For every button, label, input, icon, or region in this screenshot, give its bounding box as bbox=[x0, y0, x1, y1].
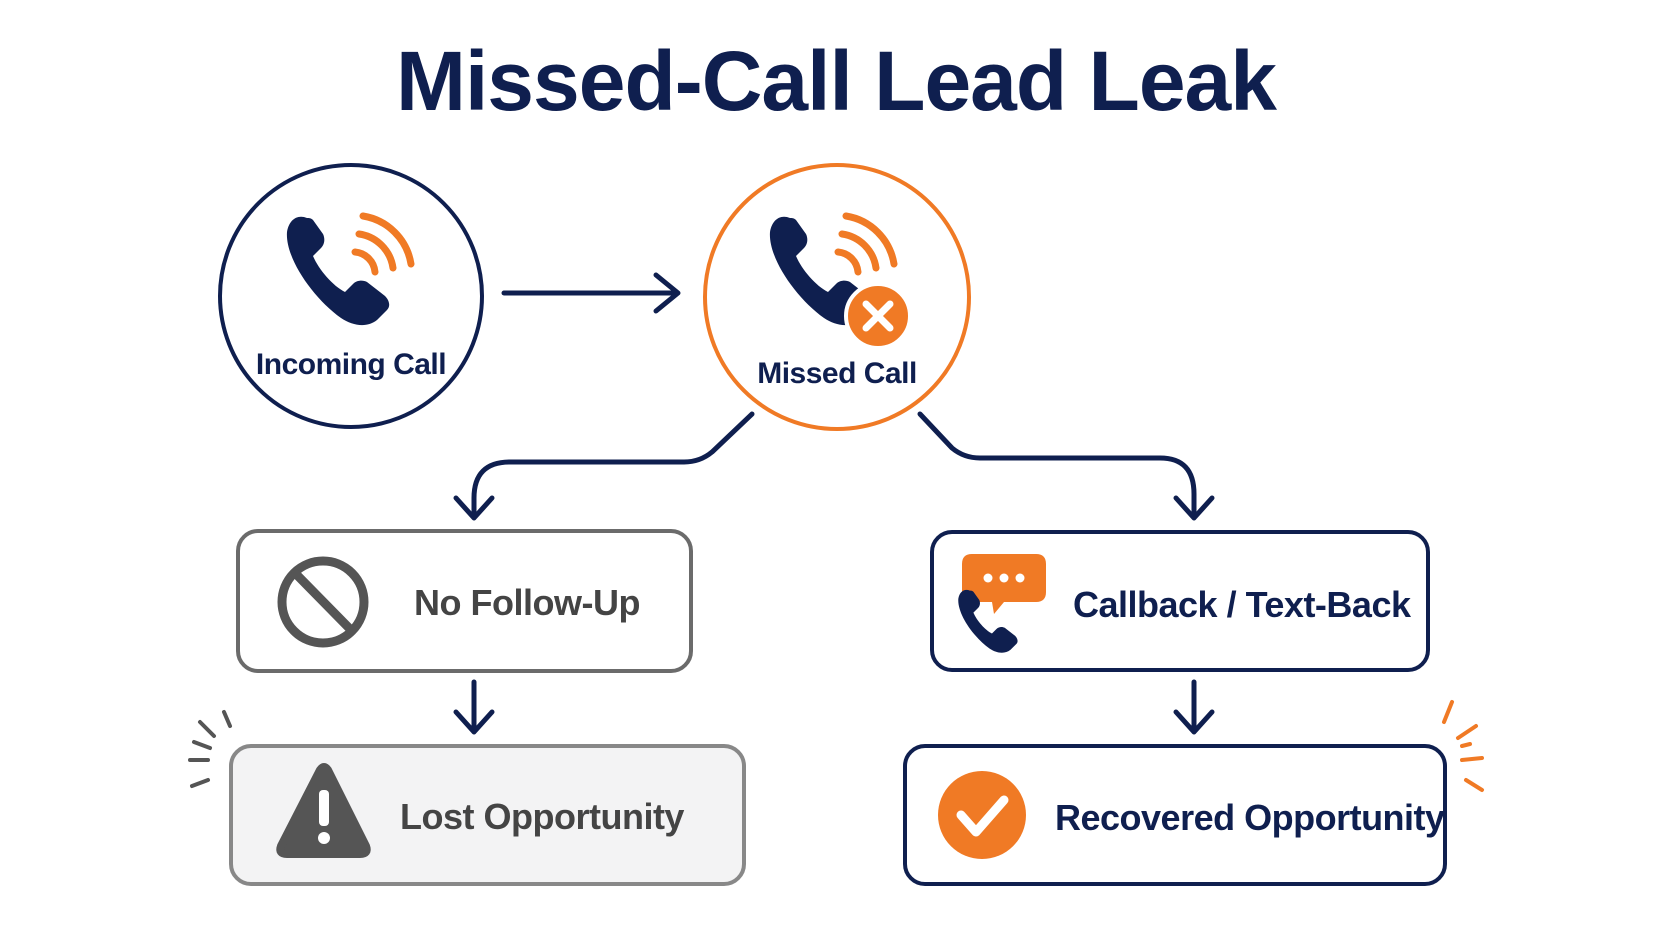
arrow-no-follow-up-to-lost bbox=[453, 679, 495, 735]
phone-chat-icon bbox=[958, 554, 1046, 653]
lost-opportunity-label: Lost Opportunity bbox=[400, 796, 684, 837]
recovered-opportunity-node bbox=[903, 744, 1447, 886]
callback-text-back-node bbox=[930, 530, 1430, 672]
callback-text-back-label: Callback / Text-Back bbox=[1073, 584, 1411, 625]
phone-missed-icon bbox=[769, 212, 898, 326]
incoming-call-label: Incoming Call bbox=[255, 348, 447, 381]
arrow-missed-to-no-follow-up bbox=[453, 411, 755, 521]
x-badge-icon bbox=[844, 282, 912, 350]
no-follow-up-label: No Follow-Up bbox=[414, 582, 640, 623]
arrow-callback-to-recovered bbox=[1173, 679, 1215, 735]
checkmark-icon bbox=[938, 771, 1026, 859]
prohibited-icon bbox=[277, 556, 369, 648]
warning-icon bbox=[276, 763, 371, 858]
phone-ringing-icon bbox=[286, 212, 415, 326]
alert-burst-left-icon bbox=[188, 710, 232, 788]
arrow-missed-to-callback bbox=[917, 411, 1215, 521]
missed-call-label: Missed Call bbox=[757, 357, 917, 390]
arrow-incoming-to-missed bbox=[501, 272, 681, 314]
diagram-title: Missed-Call Lead Leak bbox=[396, 34, 1277, 128]
recovered-opportunity-label: Recovered Opportunity bbox=[1055, 797, 1445, 838]
alert-burst-right-icon bbox=[1442, 700, 1484, 792]
